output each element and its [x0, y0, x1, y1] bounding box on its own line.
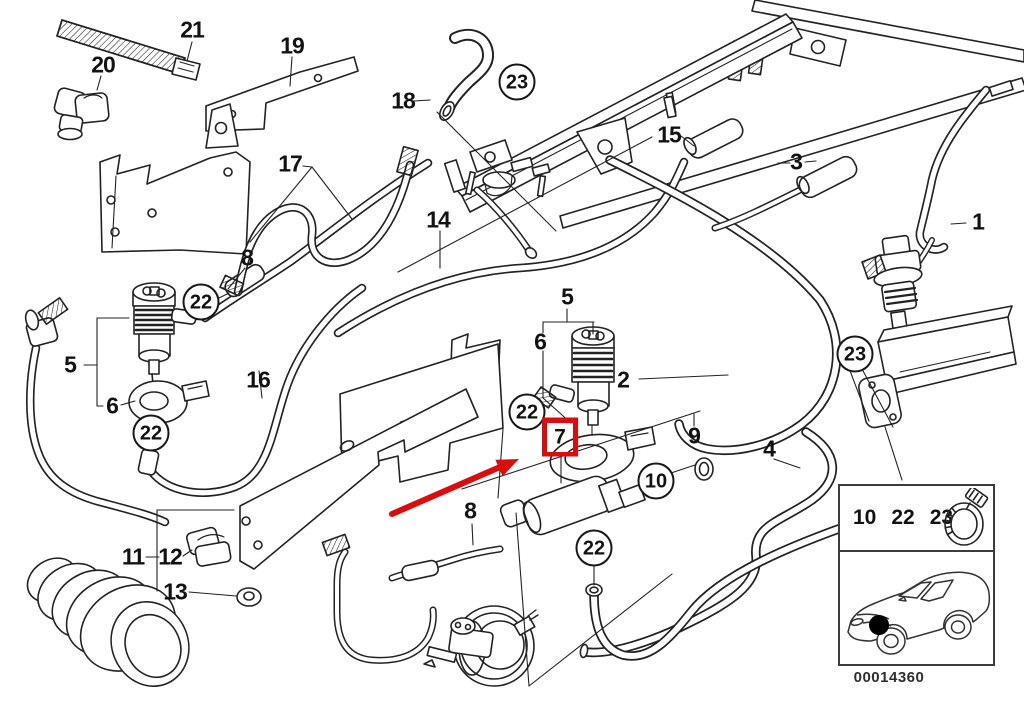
callout-6: 6 — [106, 392, 119, 419]
legend-clamp-row: 10 22 23 — [840, 486, 993, 552]
callout-6: 6 — [534, 328, 547, 355]
bracket-17-area — [99, 103, 251, 255]
long-support-plate — [239, 388, 479, 570]
callout-1: 1 — [972, 208, 985, 235]
callout-23: 23 — [836, 335, 874, 373]
callout-7: 7 — [542, 417, 578, 457]
callout-9: 9 — [688, 422, 701, 449]
callout-18: 18 — [391, 87, 416, 114]
callout-22: 22 — [132, 414, 170, 452]
callout-15: 15 — [657, 121, 682, 148]
clip-12 — [185, 526, 232, 567]
callout-14: 14 — [426, 206, 451, 233]
legend-part-number: 10 — [853, 506, 877, 529]
fuel-rail — [443, 13, 803, 213]
location-dot — [869, 615, 889, 635]
legend-part-number: 22 — [891, 506, 915, 529]
callout-3: 3 — [790, 148, 803, 175]
hose-ring-9 — [694, 457, 714, 481]
grommet-13 — [236, 587, 262, 607]
car-icon — [847, 571, 991, 655]
callout-5: 5 — [561, 283, 574, 310]
callout-20: 20 — [91, 51, 116, 78]
callout-22: 22 — [508, 393, 546, 431]
callout-10: 10 — [637, 462, 675, 500]
intake-boot — [26, 557, 190, 688]
diagram-number: 00014360 — [853, 669, 925, 686]
hose-clamp-icon — [944, 488, 989, 546]
callout-4: 4 — [763, 435, 776, 462]
callout-17: 17 — [278, 150, 303, 177]
callout-21: 21 — [180, 16, 205, 43]
callout-22: 22 — [575, 529, 613, 567]
callout-12: 12 — [158, 543, 183, 570]
hose-piece-15 — [663, 95, 744, 159]
callout-16: 16 — [246, 366, 271, 393]
hose-clip-20 — [53, 87, 110, 141]
hoses — [25, 28, 991, 664]
fuel-filter — [499, 475, 646, 536]
legend-car-panel — [840, 552, 993, 664]
callout-23: 23 — [498, 63, 536, 101]
hose-piece-3 — [796, 155, 858, 199]
elbow-fitting-left — [24, 297, 69, 347]
callout-2: 2 — [617, 366, 630, 393]
legend-inset: 10 22 23 — [838, 484, 995, 666]
vent-valve-middle — [532, 326, 615, 453]
leader-lines — [83, 41, 967, 687]
cable-strap — [56, 19, 201, 81]
callout-8: 8 — [464, 497, 477, 524]
callout-22: 22 — [182, 283, 220, 321]
legend-part-number: 23 — [929, 506, 954, 529]
brake-booster — [423, 605, 539, 687]
callout-8: 8 — [241, 244, 254, 271]
callout-11: 11 — [121, 543, 145, 570]
callout-19: 19 — [280, 32, 305, 59]
callout-5: 5 — [64, 351, 77, 378]
fuel-rail-right-box — [858, 305, 1017, 429]
callout-13: 13 — [163, 578, 188, 605]
